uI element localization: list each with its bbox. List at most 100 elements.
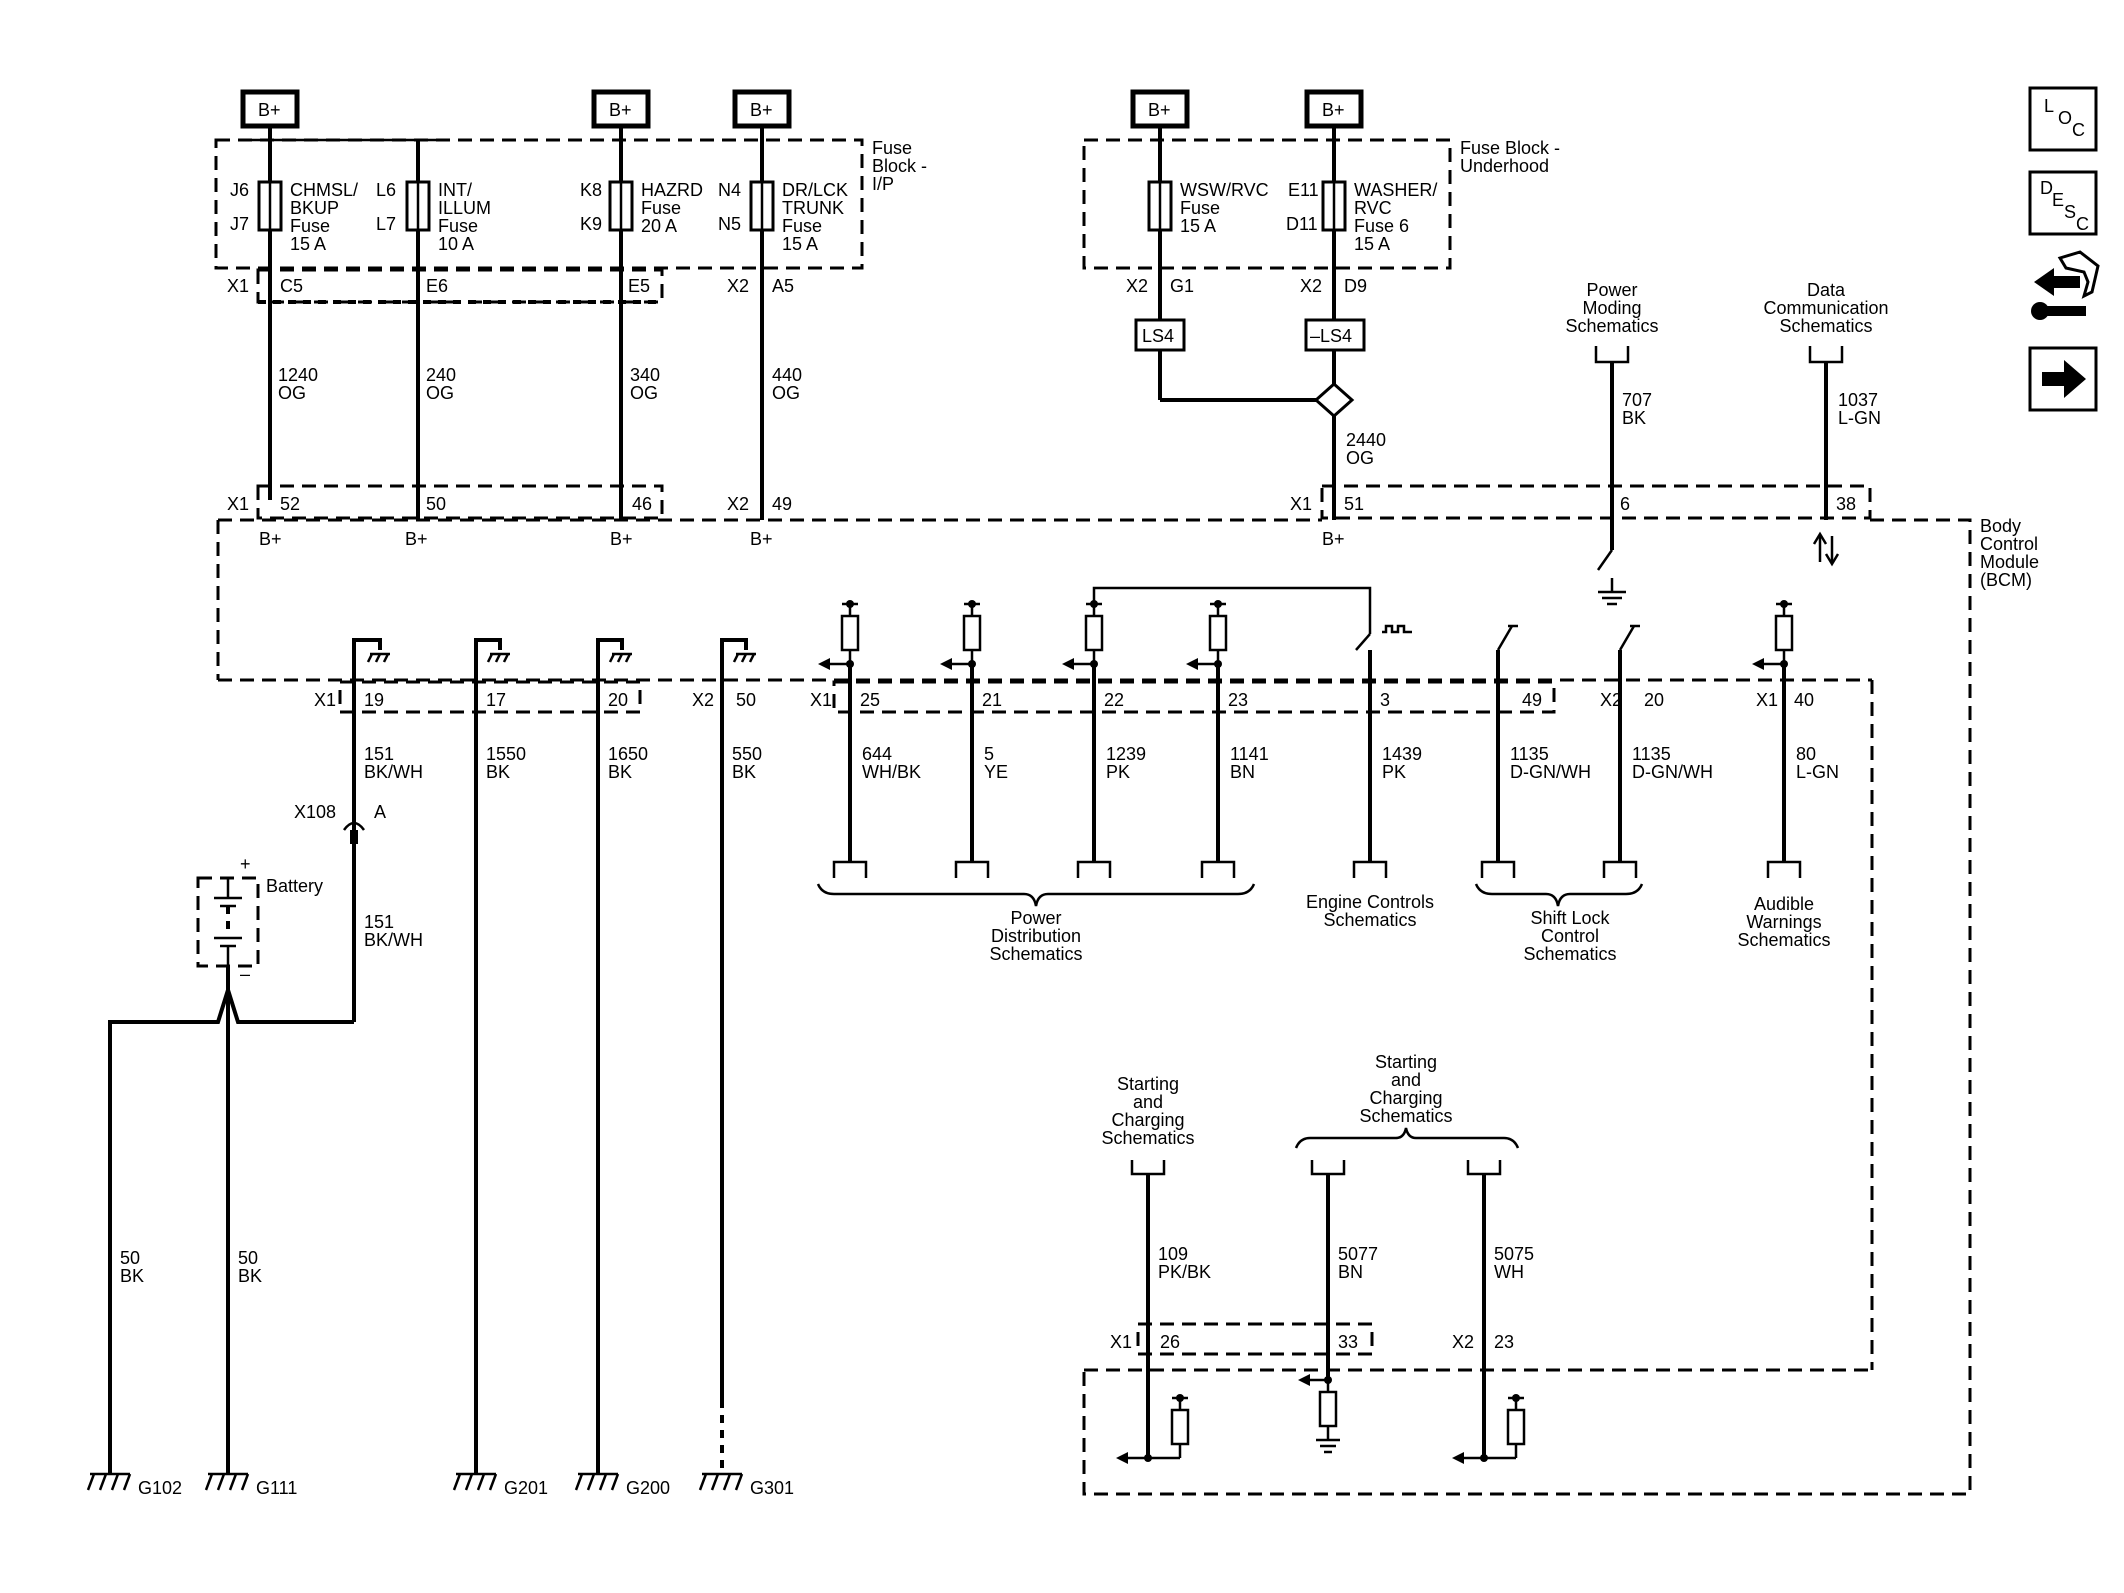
svg-text:D9: D9 bbox=[1344, 276, 1367, 296]
ref-starting-charging-2[interactable]: Starting and Charging Schematics bbox=[1294, 1052, 1520, 1176]
body-control-module: Body Control Module (BCM) bbox=[216, 516, 2039, 1496]
svg-text:1135: 1135 bbox=[1632, 744, 1671, 764]
svg-text:Fuse: Fuse bbox=[290, 216, 330, 236]
svg-text:2440: 2440 bbox=[1346, 430, 1386, 450]
svg-text:X1: X1 bbox=[810, 690, 832, 710]
svg-text:3: 3 bbox=[1380, 690, 1390, 710]
svg-text:and: and bbox=[1391, 1070, 1421, 1090]
svg-text:Fuse: Fuse bbox=[641, 198, 681, 218]
svg-text:40: 40 bbox=[1794, 690, 1814, 710]
svg-text:X1: X1 bbox=[1756, 690, 1778, 710]
svg-text:BK/WH: BK/WH bbox=[364, 762, 423, 782]
svg-text:Underhood: Underhood bbox=[1460, 156, 1549, 176]
fuse-wsw-rvc: WSW/RVC Fuse 15 A bbox=[1147, 140, 1269, 320]
bcm-ground-17 bbox=[474, 638, 510, 700]
svg-text:550: 550 bbox=[732, 744, 762, 764]
svg-text:G1: G1 bbox=[1170, 276, 1194, 296]
svg-text:Module: Module bbox=[1980, 552, 2039, 572]
wire-5: 5YE bbox=[984, 744, 1008, 782]
ref-audible-warnings[interactable]: Audible Warnings Schematics bbox=[1737, 894, 1830, 950]
svg-text:(BCM): (BCM) bbox=[1980, 570, 2032, 590]
svg-text:X1: X1 bbox=[1290, 494, 1312, 514]
svg-text:K9: K9 bbox=[580, 214, 602, 234]
svg-text:B+: B+ bbox=[1148, 100, 1171, 120]
ref-data-communication[interactable]: Data Communication Schematics bbox=[1763, 280, 1889, 364]
bidirectional-arrows-icon bbox=[1812, 531, 1840, 567]
bcm-output-22 bbox=[1062, 586, 1372, 670]
svg-text:1439: 1439 bbox=[1382, 744, 1422, 764]
svg-text:L: L bbox=[2044, 96, 2054, 116]
bcm-ground-19 bbox=[352, 638, 390, 700]
bcm-switch-20 bbox=[1618, 624, 1640, 651]
svg-text:1240: 1240 bbox=[278, 365, 318, 385]
bcm-switch-3 bbox=[1355, 614, 1412, 651]
bcm-output-40 bbox=[1752, 600, 1794, 670]
bcm-ground-20 bbox=[596, 638, 632, 700]
svg-text:–LS4: –LS4 bbox=[1310, 326, 1352, 346]
ref-connector-2 bbox=[954, 860, 990, 878]
svg-text:C5: C5 bbox=[280, 276, 303, 296]
svg-text:OG: OG bbox=[1346, 448, 1374, 468]
ground-g301: G301 bbox=[698, 1472, 794, 1498]
svg-text:E5: E5 bbox=[628, 276, 650, 296]
svg-text:ILLUM: ILLUM bbox=[438, 198, 491, 218]
ref-shift-lock-control[interactable]: Shift Lock Control Schematics bbox=[1474, 883, 1644, 964]
ref-power-moding[interactable]: Power Moding Schematics bbox=[1565, 280, 1659, 364]
ref-starting-charging-1[interactable]: Starting and Charging Schematics bbox=[1101, 1074, 1195, 1176]
bcm-output-25 bbox=[818, 600, 860, 670]
svg-text:23: 23 bbox=[1494, 1332, 1514, 1352]
svg-text:50: 50 bbox=[426, 494, 446, 514]
svg-text:109: 109 bbox=[1158, 1244, 1188, 1264]
svg-text:20: 20 bbox=[608, 690, 628, 710]
svg-text:Schematics: Schematics bbox=[1323, 910, 1416, 930]
svg-text:X2: X2 bbox=[1300, 276, 1322, 296]
svg-text:440: 440 bbox=[772, 365, 802, 385]
bplus-source-5: B+ bbox=[1304, 89, 1364, 129]
bcm-input-23 bbox=[1452, 1394, 1526, 1464]
svg-text:O: O bbox=[2058, 108, 2072, 128]
svg-text:20 A: 20 A bbox=[641, 216, 677, 236]
loc-button[interactable]: L O C bbox=[2028, 86, 2098, 152]
svg-text:Charging: Charging bbox=[1369, 1088, 1442, 1108]
svg-text:D-GN/WH: D-GN/WH bbox=[1510, 762, 1591, 782]
svg-text:E6: E6 bbox=[426, 276, 448, 296]
svg-text:BK: BK bbox=[238, 1266, 262, 1286]
wire-80: 80L-GN bbox=[1796, 744, 1839, 782]
bplus-source-2: B+ bbox=[591, 89, 651, 129]
svg-text:B+: B+ bbox=[609, 100, 632, 120]
svg-text:C: C bbox=[2076, 214, 2089, 234]
svg-text:340: 340 bbox=[630, 365, 660, 385]
next-arrow-button[interactable] bbox=[2028, 346, 2098, 412]
ref-engine-controls[interactable]: Engine Controls Schematics bbox=[1306, 892, 1434, 930]
svg-text:707: 707 bbox=[1622, 390, 1652, 410]
splice-diamond bbox=[1313, 381, 1355, 419]
svg-text:WH: WH bbox=[1494, 1262, 1524, 1282]
svg-text:J7: J7 bbox=[230, 214, 249, 234]
svg-text:Schematics: Schematics bbox=[1101, 1128, 1194, 1148]
ground-g200: G200 bbox=[574, 1472, 670, 1498]
svg-text:B+: B+ bbox=[750, 100, 773, 120]
ref-power-distribution[interactable]: Power Distribution Schematics bbox=[816, 883, 1256, 964]
desc-button[interactable]: D E S C bbox=[2028, 170, 2098, 236]
svg-text:Warnings: Warnings bbox=[1746, 912, 1821, 932]
svg-text:G301: G301 bbox=[750, 1478, 794, 1498]
svg-text:J6: J6 bbox=[230, 180, 249, 200]
fuse-int-illum: L6 L7 INT/ ILLUM Fuse 10 A bbox=[376, 140, 491, 520]
svg-text:S: S bbox=[2064, 202, 2076, 222]
svg-text:23: 23 bbox=[1228, 690, 1248, 710]
svg-text:52: 52 bbox=[280, 494, 300, 514]
ref-connector-3 bbox=[1076, 860, 1112, 878]
connector-repair-icon[interactable] bbox=[2031, 250, 2100, 320]
fuse-block-ip: Fuse Block - I/P bbox=[214, 138, 927, 270]
